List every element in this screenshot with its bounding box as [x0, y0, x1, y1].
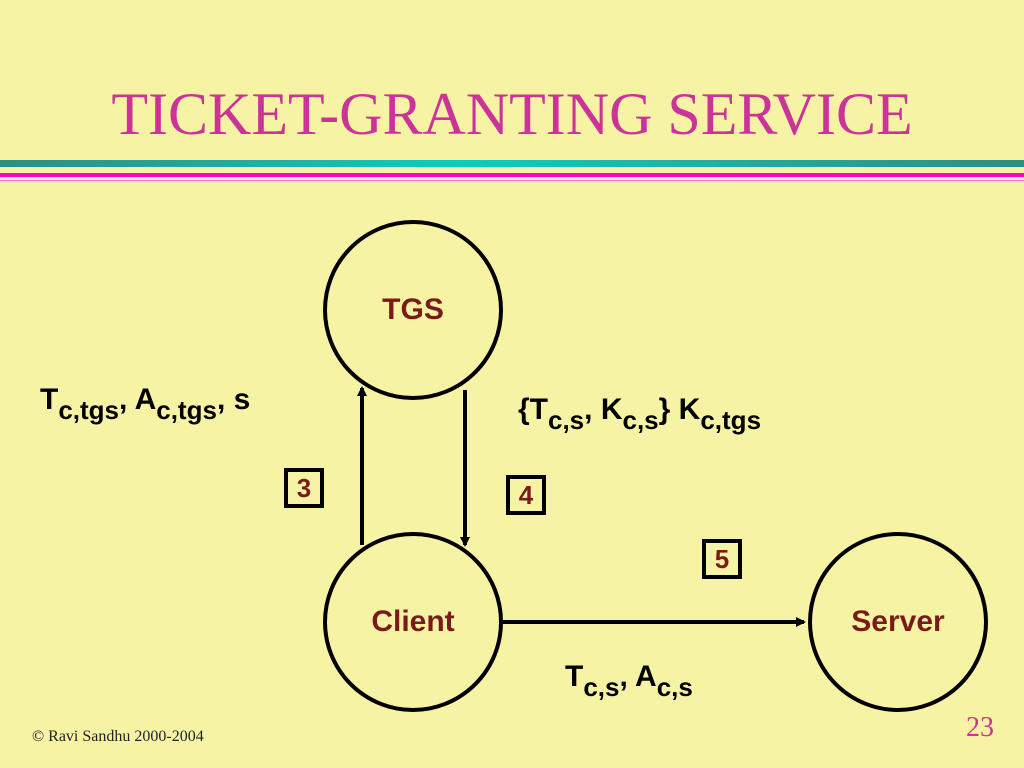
message-3-auth-sub: c,tgs [156, 395, 217, 425]
client-node-label: Client [371, 605, 455, 638]
server-node-label: Server [851, 605, 945, 638]
page-number: 23 [966, 712, 994, 743]
message-5-sep: , A [619, 660, 657, 693]
message-4-key-sub: c,s [622, 405, 659, 435]
title-rule-magenta-thin [0, 180, 1024, 181]
message-3-ticket-sub: c,tgs [58, 395, 120, 425]
title-rule-teal [0, 160, 1024, 167]
step-5-badge: 5 [702, 539, 742, 579]
step-4-badge: 4 [506, 475, 546, 515]
message-3-sep: , [119, 383, 135, 416]
message-3-tail: , s [216, 383, 251, 416]
message-5-ticket: T [565, 660, 584, 693]
tgs-node-circle [323, 220, 503, 400]
title-rule-magenta [0, 173, 1024, 177]
message-4-ticket-sub: c,s [548, 405, 585, 435]
message-3: Tc,tgs, Ac,tgs, s [40, 383, 250, 426]
message-4-sep: , K [584, 393, 623, 426]
message-5: Tc,s, Ac,s [565, 660, 693, 703]
message-3-ticket: T [40, 383, 59, 416]
message-5-ticket-sub: c,s [583, 672, 620, 702]
message-4-close: } K [658, 393, 701, 426]
message-4-open: {T [518, 393, 548, 426]
server-node-circle [808, 532, 988, 712]
copyright-footer: © Ravi Sandhu 2000-2004 [32, 728, 204, 745]
slide-title: TICKET-GRANTING SERVICE [111, 81, 913, 147]
message-4: {Tc,s, Kc,s} Kc,tgs [518, 393, 761, 436]
message-3-auth: A [134, 383, 157, 416]
step-3-badge: 3 [284, 468, 324, 508]
message-4-key2-sub: c,tgs [700, 405, 762, 435]
message-5-auth-sub: c,s [656, 672, 693, 702]
tgs-node-label: TGS [382, 293, 444, 326]
